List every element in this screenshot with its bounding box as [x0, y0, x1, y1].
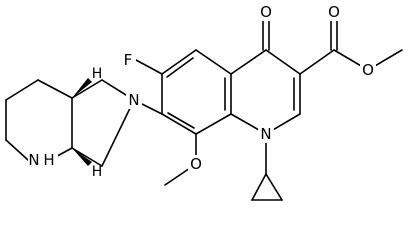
bond-c4-c5pip: [5, 79, 39, 101]
ketone-oxygen-label: O: [260, 3, 272, 21]
bond-c3a-c4: [37, 79, 73, 99]
bond-cp-a: [251, 173, 267, 201]
bond-cp-b: [265, 173, 283, 201]
wedge-lower-h: [72, 148, 92, 166]
quinoline-nitrogen-label: N: [260, 125, 271, 143]
fluorine-label: F: [124, 51, 133, 69]
piperidine-hydrogen-label: H: [43, 151, 54, 169]
ester-carbonyl-oxygen-label: O: [328, 3, 340, 21]
ester-ether-oxygen-label: O: [362, 61, 374, 79]
bond-c3-cester: [299, 49, 335, 75]
bond-c4-c3: [265, 49, 301, 75]
bond-cb-npyr: [101, 99, 135, 167]
bond-c4a-c5: [195, 49, 232, 75]
structure-svg: F O O O N N O N H H H: [5, 3, 403, 201]
bond-c5-c6-inner: [166, 57, 194, 78]
molecule-diagram: F O O O N N O N H H H: [5, 3, 403, 201]
bond-c6-f: [135, 59, 163, 75]
bond-c8-c8a: [195, 113, 232, 135]
atom-labels: F O O O N N O N H H H: [28, 3, 376, 180]
lower-stereocenter-h-label: H: [92, 164, 103, 180]
bond-c7a-cb: [71, 147, 103, 167]
bond-c7-c8-inner: [167, 112, 195, 129]
upper-stereocenter-h-label: H: [92, 66, 103, 82]
bond-c5-c6: [161, 49, 197, 75]
methoxy-oxygen-label: O: [190, 155, 202, 173]
wedge-upper-h: [72, 78, 92, 98]
bond-ca-c3a: [71, 79, 103, 99]
piperidine-nitrogen-label: N: [28, 151, 39, 169]
bond-c6pip-nh: [5, 139, 29, 161]
bond-c4a-c4: [230, 49, 267, 75]
pyrrolidine-nitrogen-label: N: [128, 91, 139, 109]
bond-c7-c8: [161, 113, 197, 135]
